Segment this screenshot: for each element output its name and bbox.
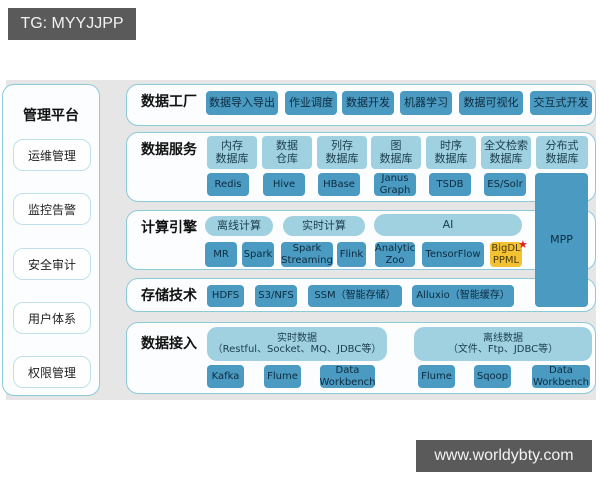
compute-group-offline: 离线计算: [205, 216, 273, 236]
factory-scheduling: 作业调度: [285, 91, 337, 115]
layer-title: 数据接入: [141, 336, 197, 352]
product-tsdb: TSDB: [429, 173, 471, 196]
product-kafka: Kafka: [207, 365, 244, 388]
factory-import-export: 数据导入导出: [206, 91, 278, 115]
product-analytic-zoo: Analytic Zoo: [374, 242, 416, 267]
factory-development: 数据开发: [342, 91, 394, 115]
ingest-group-realtime: 实时数据 （Restful、Socket、MQ、JDBC等）: [207, 327, 387, 361]
compute-group-realtime: 实时计算: [283, 216, 365, 236]
product-alluxio: Alluxio（智能缓存）: [412, 285, 514, 307]
product-spark: Spark: [242, 242, 274, 267]
product-flume-realtime: Flume: [264, 365, 301, 388]
product-redis: Redis: [207, 173, 249, 196]
product-flink: Flink: [337, 242, 366, 267]
product-bigdl-ppml: BigDL PPML: [490, 242, 522, 267]
management-platform-title: 管理平台: [23, 108, 79, 124]
mgmt-item-audit: 安全审计: [13, 248, 91, 280]
product-mpp: MPP: [535, 173, 588, 307]
product-spark-streaming: Spark Streaming: [281, 242, 333, 267]
product-ssm: SSM（智能存储）: [308, 285, 402, 307]
service-category-graph-db: 图 数据库: [371, 136, 421, 169]
mgmt-item-monitoring: 监控告警: [13, 193, 91, 225]
product-janusgraph: Janus Graph: [374, 173, 416, 196]
product-flume-offline: Flume: [418, 365, 455, 388]
product-data-workbench-realtime: Data Workbench: [319, 365, 376, 388]
layer-title: 数据工厂: [141, 94, 197, 110]
factory-ml: 机器学习: [400, 91, 452, 115]
service-category-columnar-db: 列存 数据库: [317, 136, 367, 169]
factory-interactive: 交互式开发: [530, 91, 592, 115]
product-hive: Hive: [263, 173, 305, 196]
factory-visualization: 数据可视化: [459, 91, 523, 115]
star-icon: ★: [518, 238, 528, 251]
service-category-distributed-db: 分布式 数据库: [536, 136, 588, 169]
product-hbase: HBase: [318, 173, 360, 196]
product-tensorflow: TensorFlow: [422, 242, 484, 267]
mgmt-item-ops: 运维管理: [13, 139, 91, 171]
compute-group-ai: AI: [374, 214, 522, 236]
product-mr: MR: [205, 242, 237, 267]
product-hdfs: HDFS: [207, 285, 244, 307]
service-category-fulltext-db: 全文检索 数据库: [481, 136, 531, 169]
layer-title: 数据服务: [141, 142, 197, 158]
product-es-solr: ES/Solr: [484, 173, 526, 196]
service-category-memory-db: 内存 数据库: [207, 136, 257, 169]
service-category-warehouse: 数据 仓库: [262, 136, 312, 169]
product-data-workbench-offline: Data Workbench: [532, 365, 590, 388]
service-category-timeseries-db: 时序 数据库: [426, 136, 476, 169]
product-s3-nfs: S3/NFS: [255, 285, 297, 307]
layer-title: 计算引擎: [141, 220, 197, 236]
mgmt-item-permissions: 权限管理: [13, 356, 91, 388]
mgmt-item-users: 用户体系: [13, 302, 91, 334]
product-sqoop: Sqoop: [474, 365, 511, 388]
watermark-bottom: www.worldybty.com: [416, 440, 592, 472]
watermark-top: TG: MYYJJPP: [8, 8, 136, 40]
ingest-group-offline: 离线数据 （文件、Ftp、JDBC等）: [414, 327, 592, 361]
management-platform-panel: 管理平台 运维管理 监控告警 安全审计 用户体系 权限管理: [2, 84, 100, 396]
layer-title: 存储技术: [141, 288, 197, 304]
